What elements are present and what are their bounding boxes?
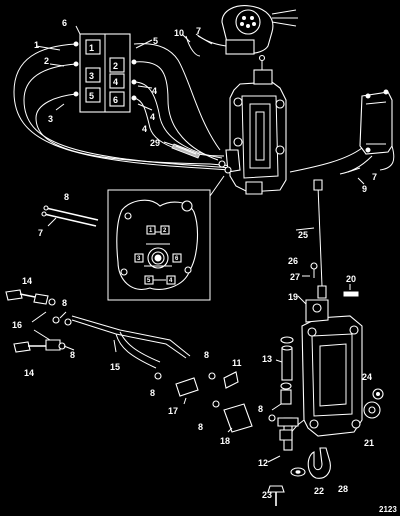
detail-number-3: 3 xyxy=(137,256,141,262)
coil-cell-3: 3 xyxy=(85,67,101,83)
callout-9: 9 xyxy=(362,184,367,194)
callout-23: 23 xyxy=(262,490,272,500)
coil-cell-6: 6 xyxy=(109,91,125,107)
callout-3: 3 xyxy=(48,114,53,124)
part-12-bolt xyxy=(267,417,299,463)
detail-number-6: 6 xyxy=(175,256,179,262)
figure-number: 2123 xyxy=(379,505,397,514)
callout-14-top: 14 xyxy=(22,276,32,286)
part-24-bushing xyxy=(372,388,384,400)
callout-29: 29 xyxy=(150,138,160,148)
part-28-clamp xyxy=(307,447,331,479)
callout-8-a: 8 xyxy=(62,298,67,308)
part-7-tie-straps xyxy=(41,205,99,227)
coil-cell-4: 4 xyxy=(109,73,125,89)
callout-8-e: 8 xyxy=(198,422,203,432)
callout-27: 27 xyxy=(290,272,300,282)
callout-13: 13 xyxy=(262,354,272,364)
part-8-left-group xyxy=(31,311,75,351)
callout-22: 22 xyxy=(314,486,324,496)
spark-plug-leads xyxy=(13,43,235,171)
callout-15: 15 xyxy=(110,362,120,372)
callout-4-extra: 4 xyxy=(142,124,147,134)
coil-number-2: 2 xyxy=(113,61,118,71)
part-18-sleeve xyxy=(223,403,253,433)
callout-17: 17 xyxy=(168,406,178,416)
callout-7-top: 7 xyxy=(196,26,201,36)
coil-number-3: 3 xyxy=(89,71,94,81)
callout-16: 16 xyxy=(12,320,22,330)
coil-number-1: 1 xyxy=(89,43,94,53)
part-17-connector xyxy=(175,377,199,405)
callout-19: 19 xyxy=(288,292,298,302)
callout-labels: 1 2 3 4 4 5 6 7 7 7 8 9 10 11 12 13 14 1… xyxy=(12,18,377,500)
callout-4-b: 4 xyxy=(150,112,155,122)
detail-inset: 1 2 3 4 5 6 xyxy=(107,175,225,301)
detail-number-5: 5 xyxy=(147,278,151,284)
callout-25: 25 xyxy=(298,230,308,240)
callout-5: 5 xyxy=(153,36,158,46)
callout-4-a: 4 xyxy=(152,86,157,96)
detail-number-1: 1 xyxy=(149,228,153,234)
coil-number-4: 4 xyxy=(113,77,118,87)
callout-2: 2 xyxy=(44,56,49,66)
detail-number-4: 4 xyxy=(169,278,173,284)
part-15-harness xyxy=(71,315,191,369)
part-22-washer xyxy=(290,467,306,477)
part-20-plate xyxy=(343,284,359,297)
callout-8-f: 8 xyxy=(258,404,263,414)
callout-20: 20 xyxy=(346,274,356,284)
ecm-module xyxy=(289,89,395,175)
coil-number-6: 6 xyxy=(113,95,118,105)
callout-8-d: 8 xyxy=(204,350,209,360)
part-8-right xyxy=(271,382,292,411)
part-11-connector xyxy=(223,371,239,389)
part-21-grommet xyxy=(363,401,381,419)
coil-cell-2: 2 xyxy=(109,57,125,73)
coil-pack-box: 1 2 3 4 5 6 xyxy=(73,33,137,113)
part-27-screw xyxy=(302,262,318,278)
coil-cell-1: 1 xyxy=(85,39,101,55)
part-19-regulator xyxy=(287,295,363,449)
callout-7-right: 7 xyxy=(372,172,377,182)
detail-number-2: 2 xyxy=(163,228,167,234)
part-14-upper-lead xyxy=(5,289,56,306)
coil-number-5: 5 xyxy=(89,91,94,101)
callout-8-left: 8 xyxy=(64,192,69,202)
part-8-center xyxy=(154,372,276,422)
callout-6: 6 xyxy=(62,18,67,28)
part-14-lower-lead xyxy=(13,339,61,353)
coil-cell-5: 5 xyxy=(85,87,101,103)
part-13-spacer xyxy=(275,336,294,381)
callout-28: 28 xyxy=(338,484,348,494)
part-23-screw xyxy=(267,485,285,506)
callout-7-left: 7 xyxy=(38,228,43,238)
callout-1: 1 xyxy=(34,40,39,50)
callout-12: 12 xyxy=(258,458,268,468)
callout-18: 18 xyxy=(220,436,230,446)
callout-24: 24 xyxy=(362,372,372,382)
part-25-sensor-lead xyxy=(295,179,327,299)
part-29-clip xyxy=(171,143,201,159)
engine-block-plate xyxy=(218,54,287,195)
callout-26: 26 xyxy=(288,256,298,266)
callout-21: 21 xyxy=(364,438,374,448)
callout-8-b: 8 xyxy=(70,350,75,360)
callout-8-c: 8 xyxy=(150,388,155,398)
callout-11: 11 xyxy=(232,358,242,368)
callout-14-bottom: 14 xyxy=(24,368,34,378)
harness-plug xyxy=(185,5,298,57)
callout-10: 10 xyxy=(174,28,184,38)
